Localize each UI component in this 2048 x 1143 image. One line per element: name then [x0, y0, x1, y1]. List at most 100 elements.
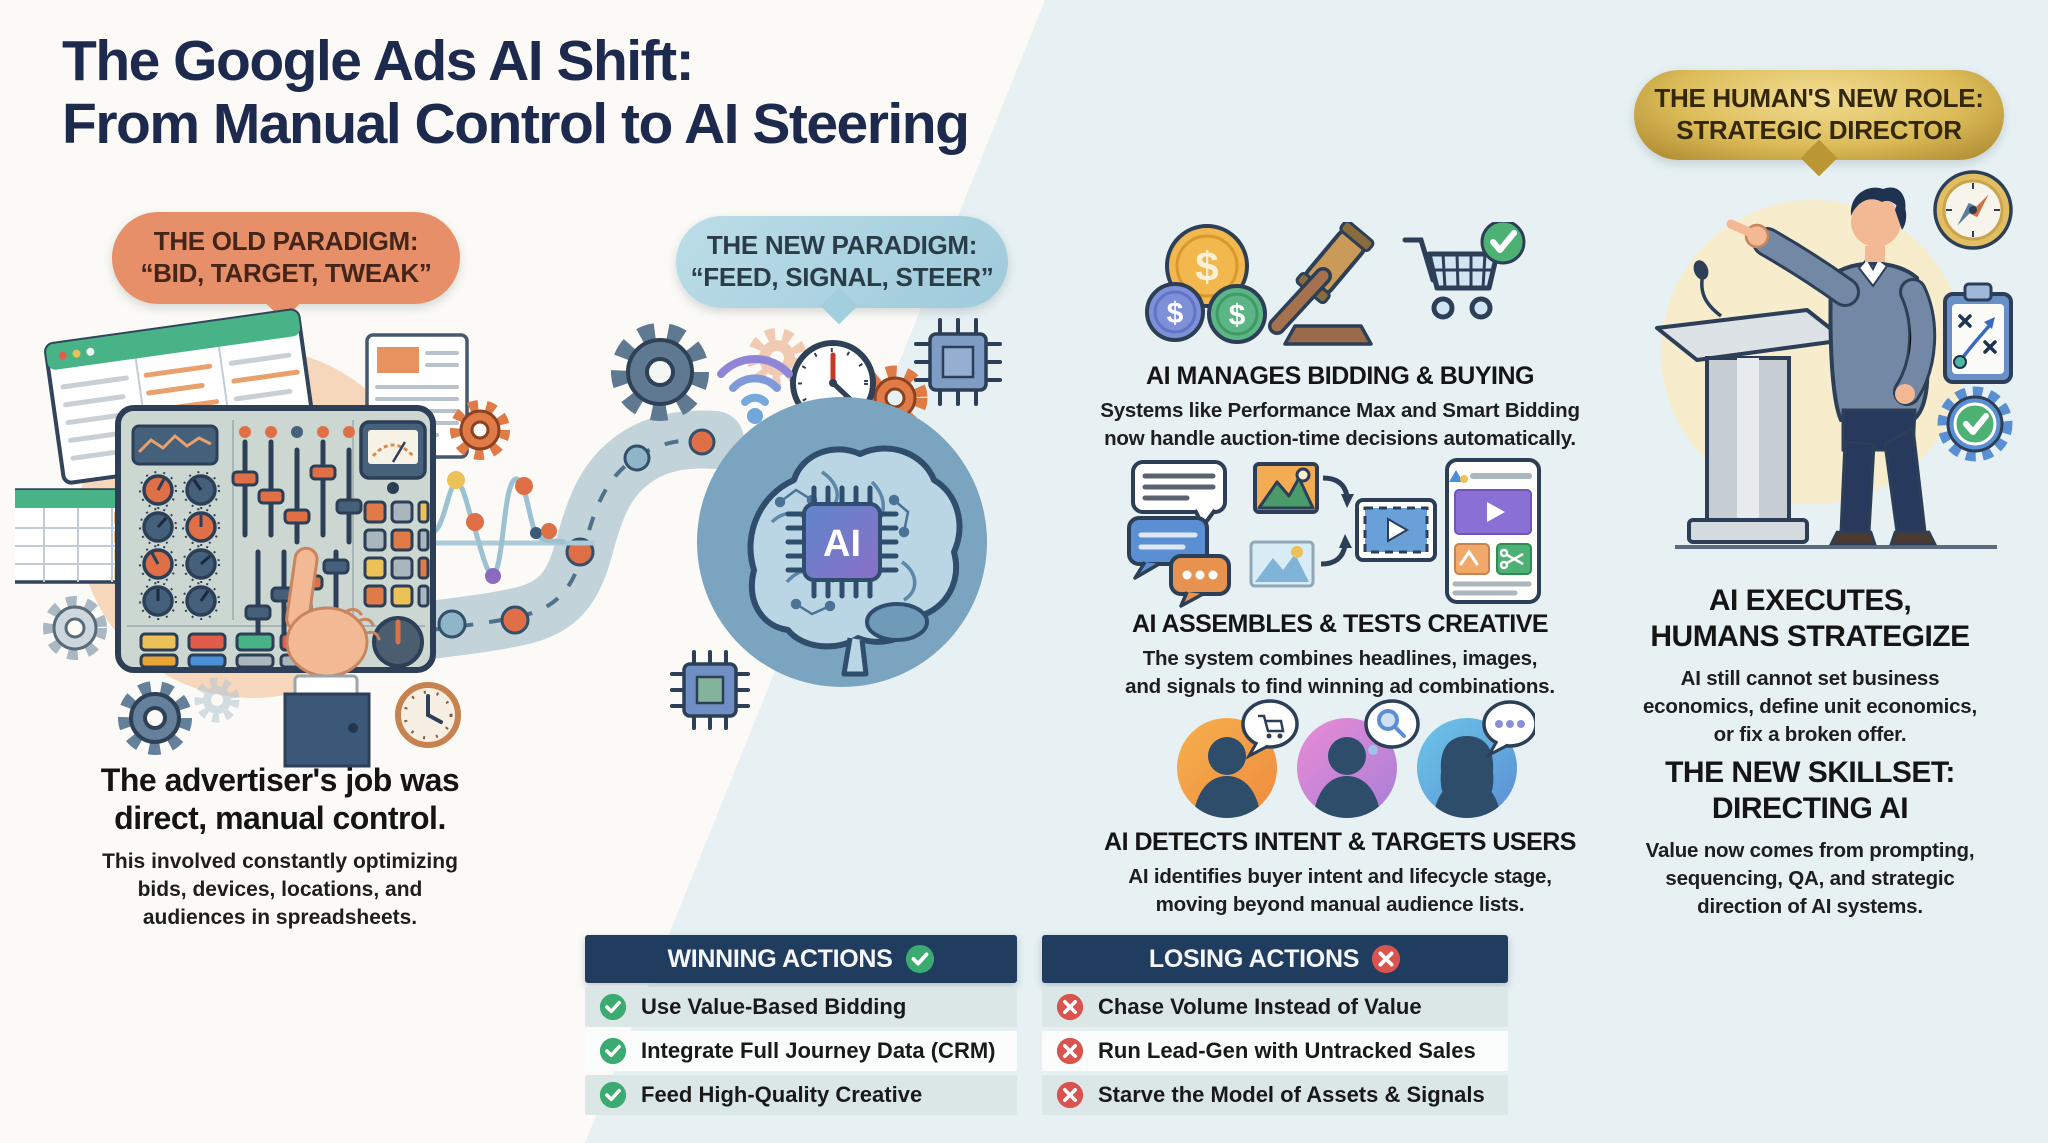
console-meter — [359, 420, 427, 494]
bidding-section-text: AI MANAGES BIDDING & BUYING Systems like… — [1060, 362, 1620, 453]
human-role-callout: THE HUMAN'S NEW ROLE: STRATEGIC DIRECTOR — [1634, 70, 2004, 177]
gear-icon-navy — [611, 323, 709, 421]
intent-sub-line2: moving beyond manual audience lists. — [1155, 892, 1525, 916]
creative-section-text: AI ASSEMBLES & TESTS CREATIVE The system… — [1060, 610, 1620, 701]
losing-row-2-label: Run Lead-Gen with Untracked Sales — [1098, 1038, 1476, 1063]
winning-row-1: Use Value-Based Bidding — [585, 987, 1017, 1027]
page-title: The Google Ads AI Shift: From Manual Con… — [62, 30, 1162, 156]
chip-icon-top — [914, 318, 1002, 406]
skillset-section-text: THE NEW SKILLSET: DIRECTING AI Value now… — [1600, 755, 2020, 921]
winning-row-3-label: Feed High-Quality Creative — [641, 1082, 923, 1107]
console-knobs — [139, 471, 220, 620]
cart-icon — [1402, 222, 1526, 320]
skillset-title-line1: THE NEW SKILLSET: — [1665, 756, 1955, 789]
strategic-director-illustration — [1655, 170, 2013, 549]
human-role-line1: THE HUMAN'S NEW ROLE: — [1654, 83, 1984, 114]
losing-actions-header-label: LOSING ACTIONS — [1148, 944, 1360, 973]
podium — [1655, 260, 1847, 544]
x-circle-icon — [1056, 1037, 1084, 1065]
asset-mix-icon — [1249, 462, 1437, 588]
coins-icon: $ $ $ — [1145, 224, 1267, 344]
manual-control-illustration: AI — [15, 308, 1002, 768]
chip-icon-bottom — [670, 650, 750, 730]
ai-brain: AI — [697, 397, 987, 687]
pointing-hand — [283, 546, 381, 768]
creative-title: AI ASSEMBLES & TESTS CREATIVE — [1131, 610, 1549, 638]
user-avatar-shopper — [1177, 699, 1299, 818]
strategy-clipboard-icon — [1943, 282, 2013, 384]
exec-title-line2: HUMANS STRATEGIZE — [1650, 620, 1970, 653]
old-paradigm-callout: THE OLD PARADIGM: “BID, TARGET, TWEAK” — [112, 212, 460, 321]
old-paradigm-line2: “BID, TARGET, TWEAK” — [140, 258, 432, 288]
intent-sub-line1: AI identifies buyer intent and lifecycle… — [1128, 865, 1552, 888]
skillset-sub-line3: direction of AI systems. — [1697, 894, 1923, 918]
compass-icon — [1933, 170, 2013, 250]
new-paradigm-line1: THE NEW PARADIGM: — [706, 230, 978, 261]
x-circle-icon — [1371, 944, 1401, 974]
clock-icon-bottom — [395, 682, 461, 748]
console-sliders — [231, 426, 363, 638]
losing-row-1-label: Chase Volume Instead of Value — [1098, 994, 1422, 1019]
x-circle-icon — [1056, 1081, 1084, 1109]
control-console — [115, 405, 436, 673]
skillset-title-line2: DIRECTING AI — [1711, 792, 1909, 825]
winning-actions-column: WINNING ACTIONS Use Value-Based Bidding … — [585, 935, 1017, 1115]
ai-chip-icon: AI — [785, 485, 899, 599]
creative-icons — [1127, 458, 1541, 608]
ad-preview-card-icon — [1445, 458, 1541, 604]
losing-actions-header: LOSING ACTIONS — [1042, 935, 1508, 983]
bidding-sub-line1: Systems like Performance Max and Smart B… — [1100, 399, 1580, 422]
dollar-glyph-gold: $ — [1195, 243, 1218, 290]
gear-icon-orange — [450, 400, 510, 460]
creative-sub-line1: The system combines headlines, images, — [1142, 647, 1538, 670]
losing-row-2: Run Lead-Gen with Untracked Sales — [1042, 1031, 1508, 1071]
console-master-knob — [372, 616, 424, 668]
gear-icon-dark — [118, 681, 192, 755]
wifi-icon — [717, 354, 793, 424]
old-world-sub-line1: This involved constantly optimizing — [102, 849, 458, 873]
intent-title: AI DETECTS INTENT & TARGETS USERS — [1104, 828, 1576, 856]
old-world-heading-line1: The advertiser's job was — [100, 762, 460, 798]
dollar-glyph-green: $ — [1229, 299, 1246, 332]
exec-sub-line2: economics, define unit economics, — [1642, 694, 1977, 718]
check-badge-icon — [1480, 222, 1526, 265]
intent-section-text: AI DETECTS INTENT & TARGETS USERS AI ide… — [1060, 828, 1620, 919]
new-paradigm-callout: THE NEW PARADIGM: “FEED, SIGNAL, STEER” — [676, 216, 1008, 325]
exec-sub-line3: or fix a broken offer. — [1713, 722, 1907, 746]
winning-actions-header: WINNING ACTIONS — [585, 935, 1017, 983]
console-button-grid — [363, 500, 430, 608]
metric-squiggle-chart — [413, 471, 595, 584]
check-circle-icon — [905, 944, 935, 974]
exec-section-text: AI EXECUTES, HUMANS STRATEGIZE AI still … — [1600, 583, 2020, 749]
dollar-glyph-blue: $ — [1167, 297, 1184, 330]
ai-chip-label: AI — [823, 523, 861, 565]
exec-sub-line1: AI still cannot set business — [1680, 667, 1940, 690]
winning-row-1-label: Use Value-Based Bidding — [641, 994, 907, 1019]
losing-actions-column: LOSING ACTIONS Chase Volume Instead of V… — [1042, 935, 1508, 1115]
chat-bubbles-icon — [1127, 460, 1231, 608]
check-circle-icon — [599, 993, 627, 1021]
audience-icons — [1177, 699, 1535, 818]
bidding-icons: $ $ $ — [1145, 222, 1526, 346]
winning-row-2: Integrate Full Journey Data (CRM) — [585, 1031, 1017, 1071]
winning-actions-header-label: WINNING ACTIONS — [667, 944, 893, 973]
creative-sub-line2: and signals to find winning ad combinati… — [1125, 674, 1555, 698]
presenter-figure — [1726, 187, 1938, 546]
old-world-sub-line2: bids, devices, locations, and — [137, 877, 423, 901]
losing-row-1: Chase Volume Instead of Value — [1042, 987, 1508, 1027]
winning-row-3: Feed High-Quality Creative — [585, 1075, 1017, 1115]
old-world-summary: The advertiser's job was direct, manual … — [70, 762, 490, 933]
transition-road — [371, 410, 744, 664]
new-paradigm-line2: “FEED, SIGNAL, STEER” — [690, 262, 994, 292]
old-paradigm-line1: THE OLD PARADIGM: — [153, 226, 419, 257]
verified-badge-icon — [1937, 386, 2013, 462]
old-world-sub-line3: audiences in spreadsheets. — [142, 906, 418, 930]
x-circle-icon — [1056, 993, 1084, 1021]
gear-icon-faint-blue — [194, 677, 240, 723]
page-title-line2: From Manual Control to AI Steering — [62, 92, 970, 156]
bidding-sub-line2: now handle auction-time decisions automa… — [1104, 426, 1576, 450]
skillset-sub-line2: sequencing, QA, and strategic — [1665, 866, 1955, 890]
exec-title-line1: AI EXECUTES, — [1708, 584, 1912, 617]
user-avatar-searcher — [1297, 699, 1420, 818]
